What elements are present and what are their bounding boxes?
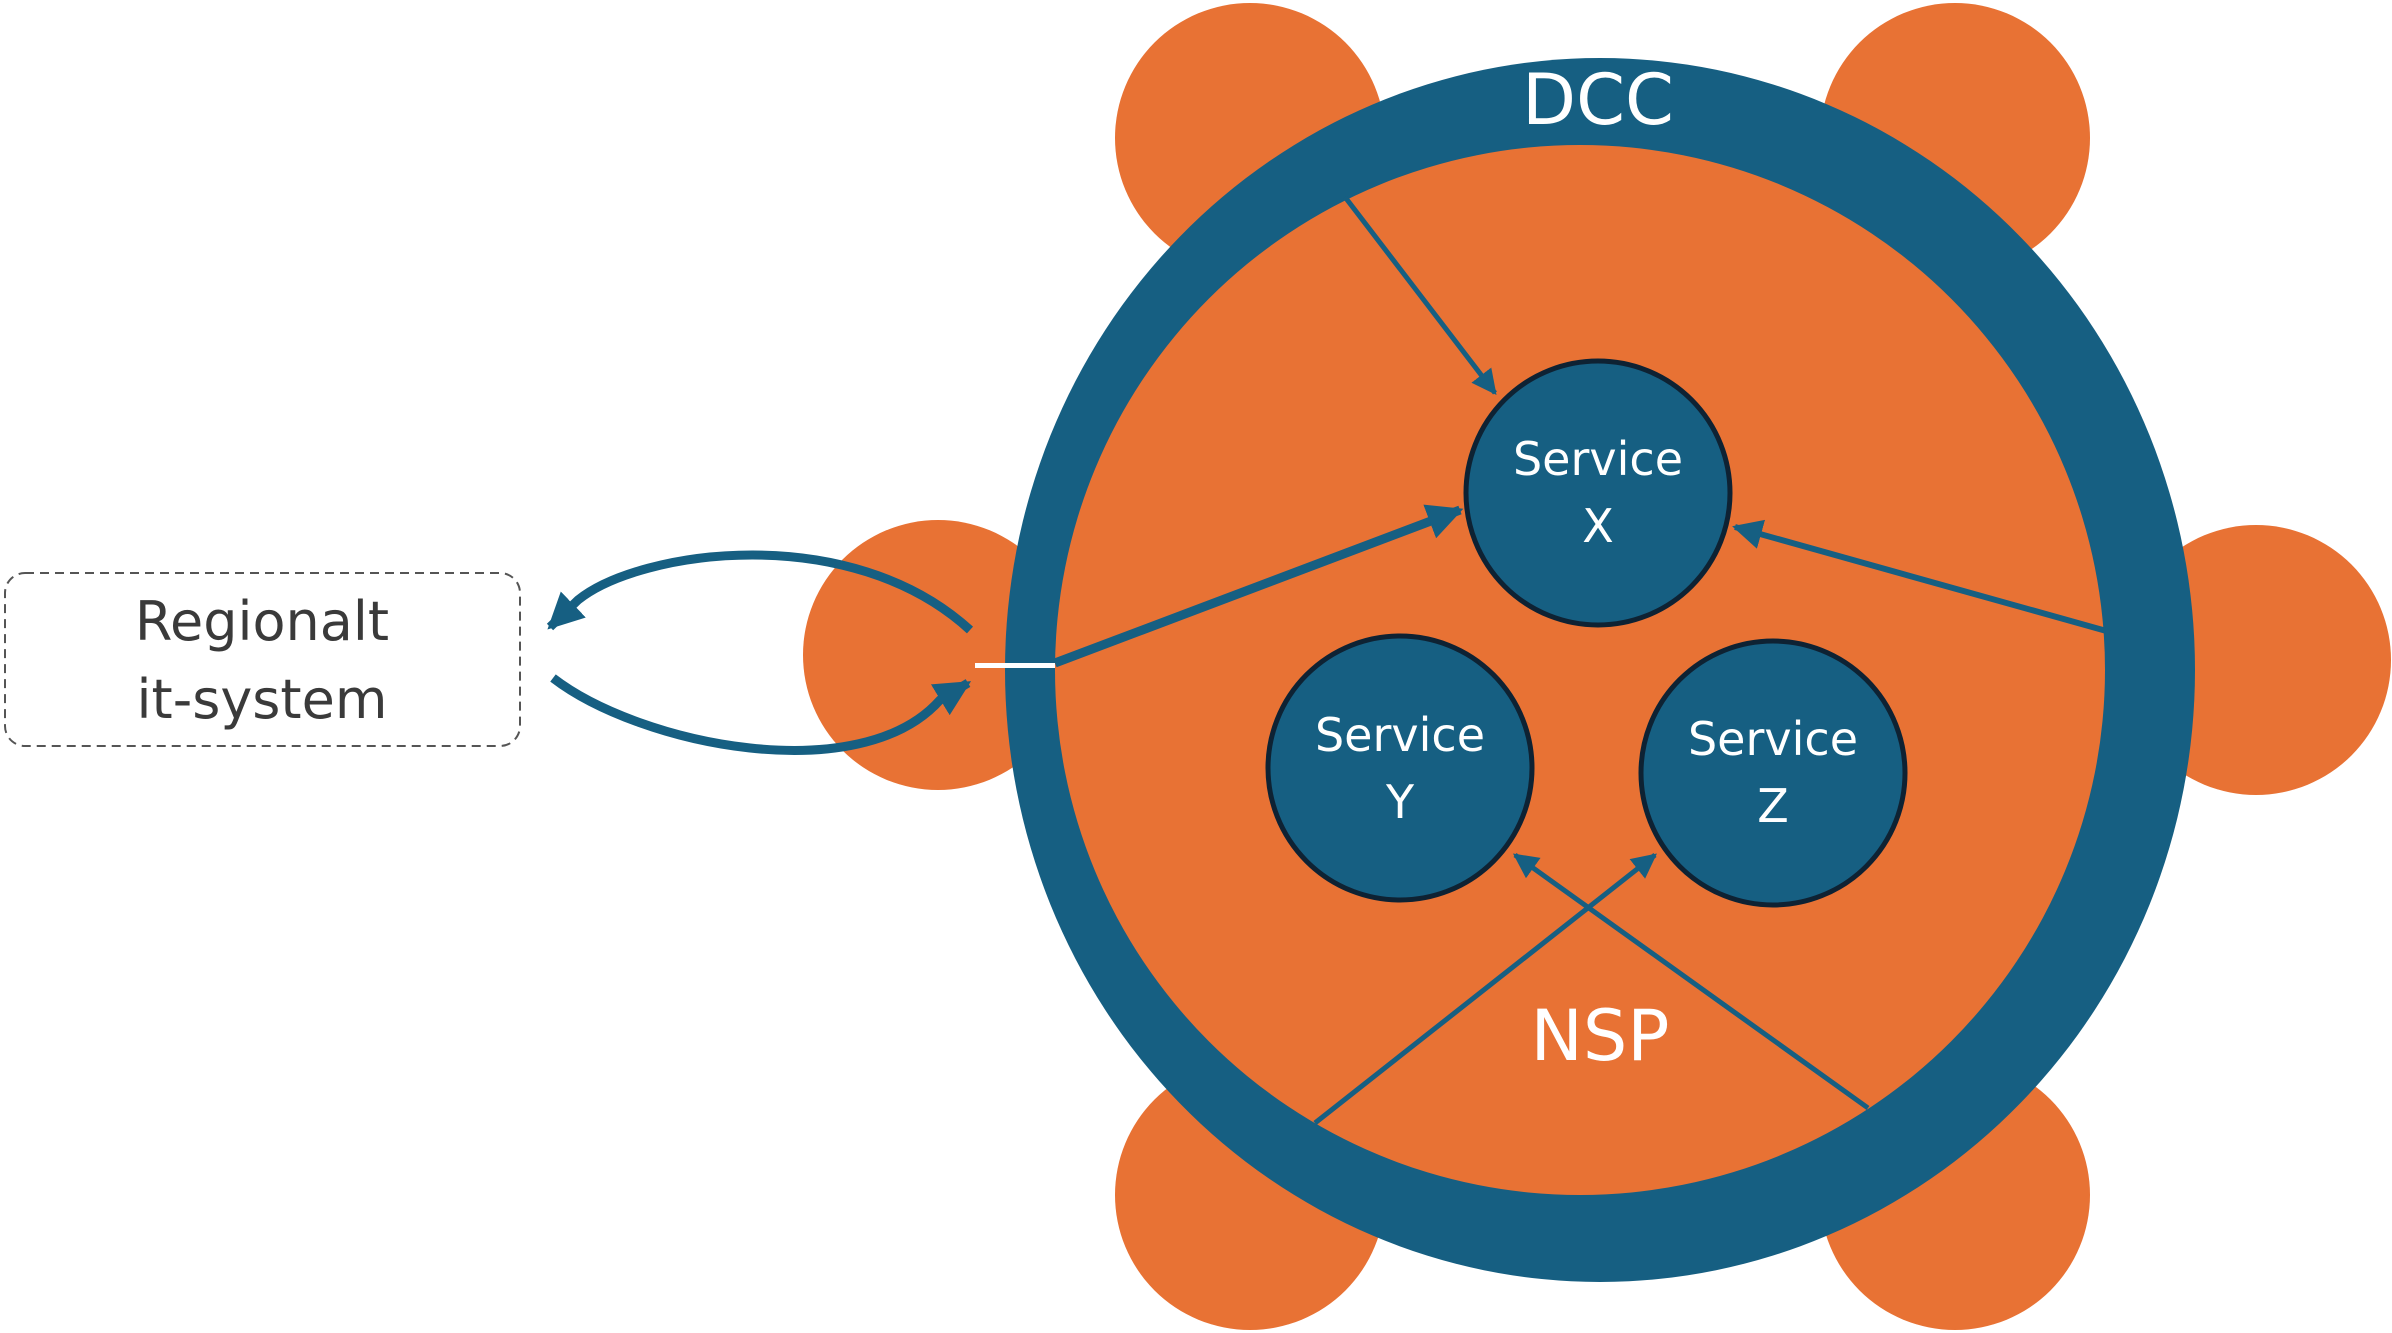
arrow-bottom-left-to-service-z [1313,853,1657,1125]
service-y-label-line2: Y [1385,775,1415,829]
arrow-right-to-service-x [1732,519,2111,635]
regional-system-label-line1: Regionalt [135,590,389,653]
regional-system-box[interactable] [4,572,521,747]
nsp-label: NSP [1530,995,1669,1077]
service-y-node[interactable] [1265,633,1535,903]
arrow-bottom-right-to-service-y [1512,852,1870,1111]
nsp-core [1055,145,2105,1195]
service-z-label-line1: Service [1688,712,1858,766]
service-x[interactable]: Service X [1463,358,1733,628]
arrow-dcc-to-regional-system [546,550,974,634]
service-y-label-line1: Service [1315,708,1485,762]
regional-system-label-line2: it-system [137,668,388,731]
service-x-node[interactable] [1463,358,1733,628]
service-x-label-line1: Service [1513,432,1683,486]
connectors [546,195,2111,1125]
arrow-ring-to-service-x [1053,504,1464,668]
arrow-regional-system-to-dcc [550,674,972,755]
service-z-node[interactable] [1638,638,1908,908]
regional-system[interactable]: Regionalt it-system [4,572,521,747]
dcc-label: DCC [1522,59,1674,141]
ring-gap [975,663,1055,668]
satellite-node-left [803,520,1073,790]
service-z[interactable]: Service Z [1638,638,1908,908]
service-y[interactable]: Service Y [1265,633,1535,903]
service-x-label-line2: X [1582,499,1614,553]
arrow-top-to-service-x [1343,195,1497,395]
service-z-label-line2: Z [1757,779,1789,833]
